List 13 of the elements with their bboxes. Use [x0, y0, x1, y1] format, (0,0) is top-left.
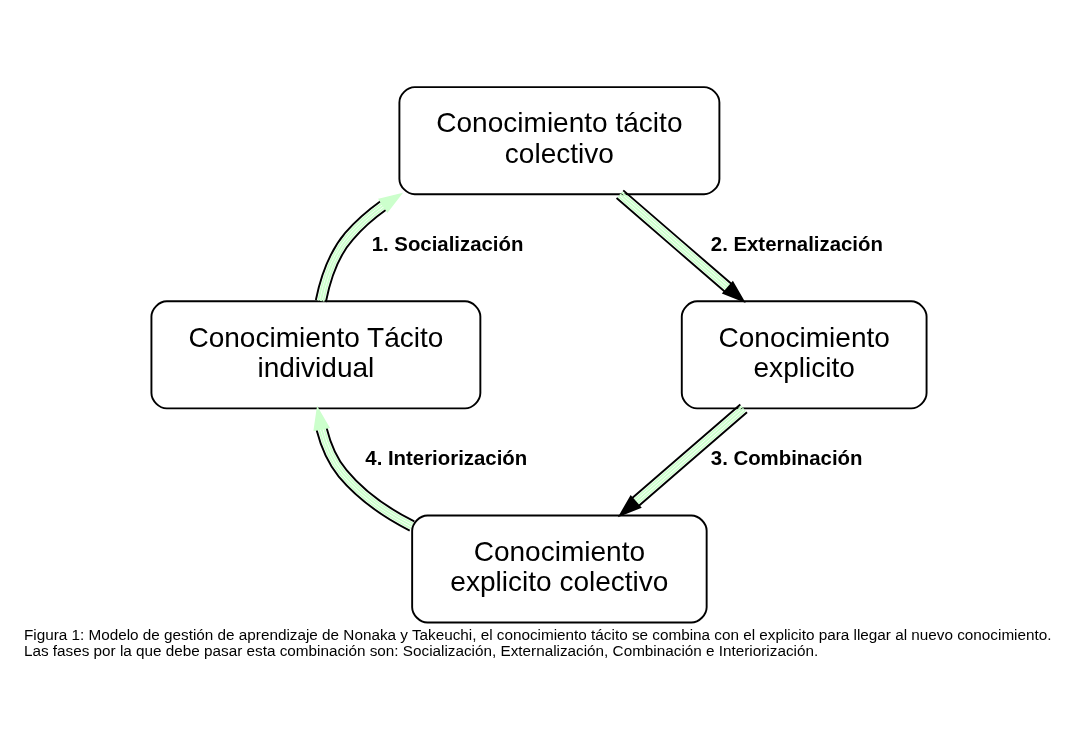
edge-label: 3. Combinación	[710, 446, 863, 469]
arrow	[313, 405, 416, 531]
node-box: Conocimiento explicito colectivo	[411, 514, 708, 623]
node-box: Conocimiento tácito colectivo	[398, 85, 721, 195]
arrow	[615, 188, 746, 303]
edge-label: 1. Socialización	[371, 232, 524, 255]
arrow	[314, 192, 404, 303]
arrow	[617, 403, 748, 517]
edge-label: 4. Interiorización	[365, 446, 528, 469]
edge-label: 2. Externalización	[710, 232, 883, 255]
node-box: Conocimiento explicito	[680, 299, 928, 409]
caption: Figura 1: Modelo de gestión de aprendizaje de Nonaka y Takeuchi, el conocimiento tácito se combina con el explicito para llegar al nuevo conocimiento. Las fases por la que debe pasar esta combinación son: Socialización, Externalización, Combinación e Interiorización.	[23, 625, 1052, 659]
node-box: Conocimiento Tácito individual	[150, 299, 482, 409]
